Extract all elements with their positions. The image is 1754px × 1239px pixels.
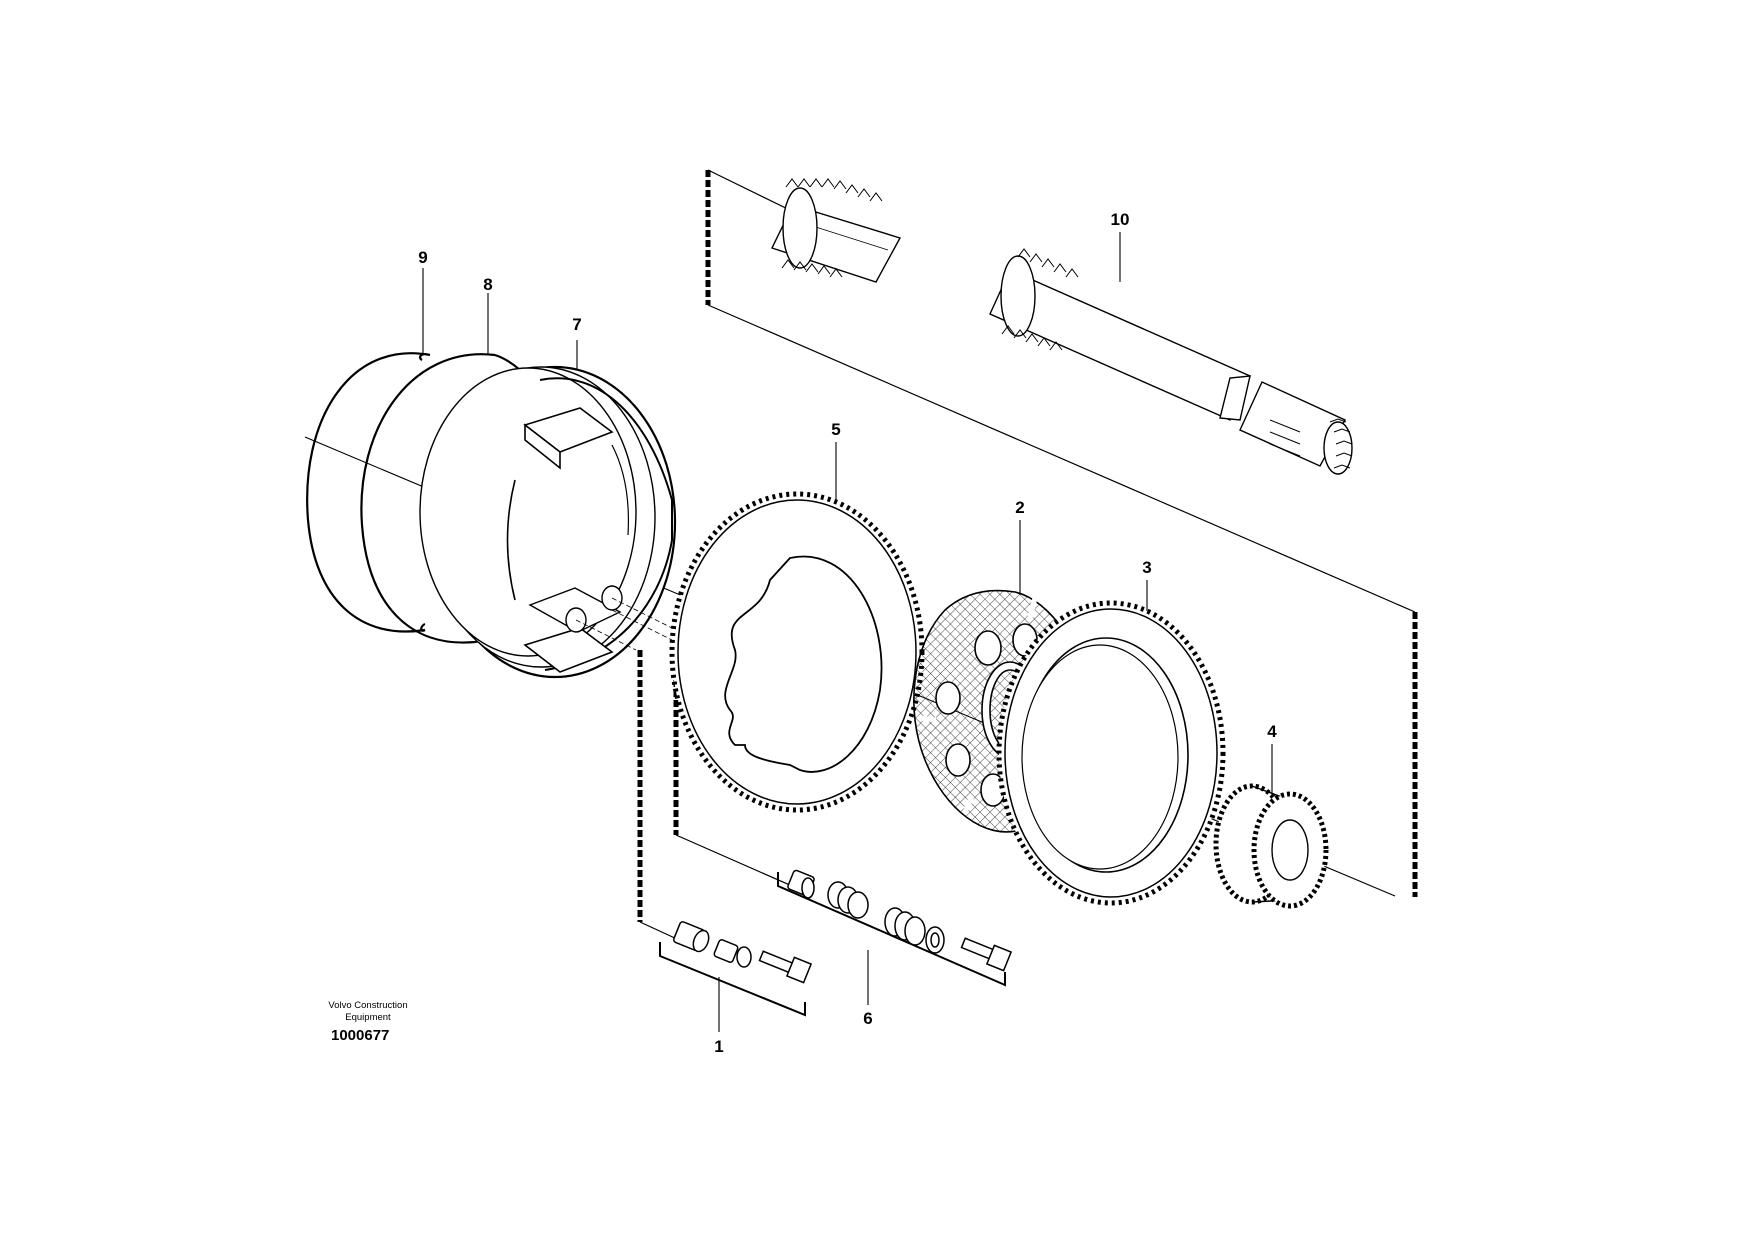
brand-line-2: Equipment (345, 1012, 391, 1023)
callout-3: 3 (1142, 558, 1152, 577)
plug-kit-item-1 (659, 921, 813, 1017)
callout-4: 4 (1267, 722, 1277, 741)
document-number: 1000677 (331, 1027, 390, 1044)
shaft-splines (781, 178, 1353, 469)
brand-line-1: Volvo Construction (328, 1000, 408, 1011)
valve-kit-item-6 (777, 869, 1013, 987)
toothed-ring-item-3 (996, 600, 1226, 906)
callout-9: 9 (418, 248, 428, 267)
callout-8: 8 (483, 275, 493, 294)
brake-piston-item-7 (419, 365, 677, 679)
callout-10: 10 (1110, 210, 1130, 229)
brand-label: Volvo Construction Equipment (313, 1000, 423, 1024)
callout-1: 1 (714, 1037, 724, 1056)
callout-6: 6 (863, 1009, 873, 1028)
snap-ring-item-9 (306, 352, 431, 633)
callout-2: 2 (1015, 498, 1025, 517)
callout-7: 7 (572, 315, 582, 334)
outer-disc-item-5 (669, 491, 925, 813)
piston-bore-lines (575, 597, 673, 651)
callout-5: 5 (831, 420, 841, 439)
hub-gear-item-4 (1213, 783, 1329, 909)
shaft-item-10 (771, 187, 1353, 475)
